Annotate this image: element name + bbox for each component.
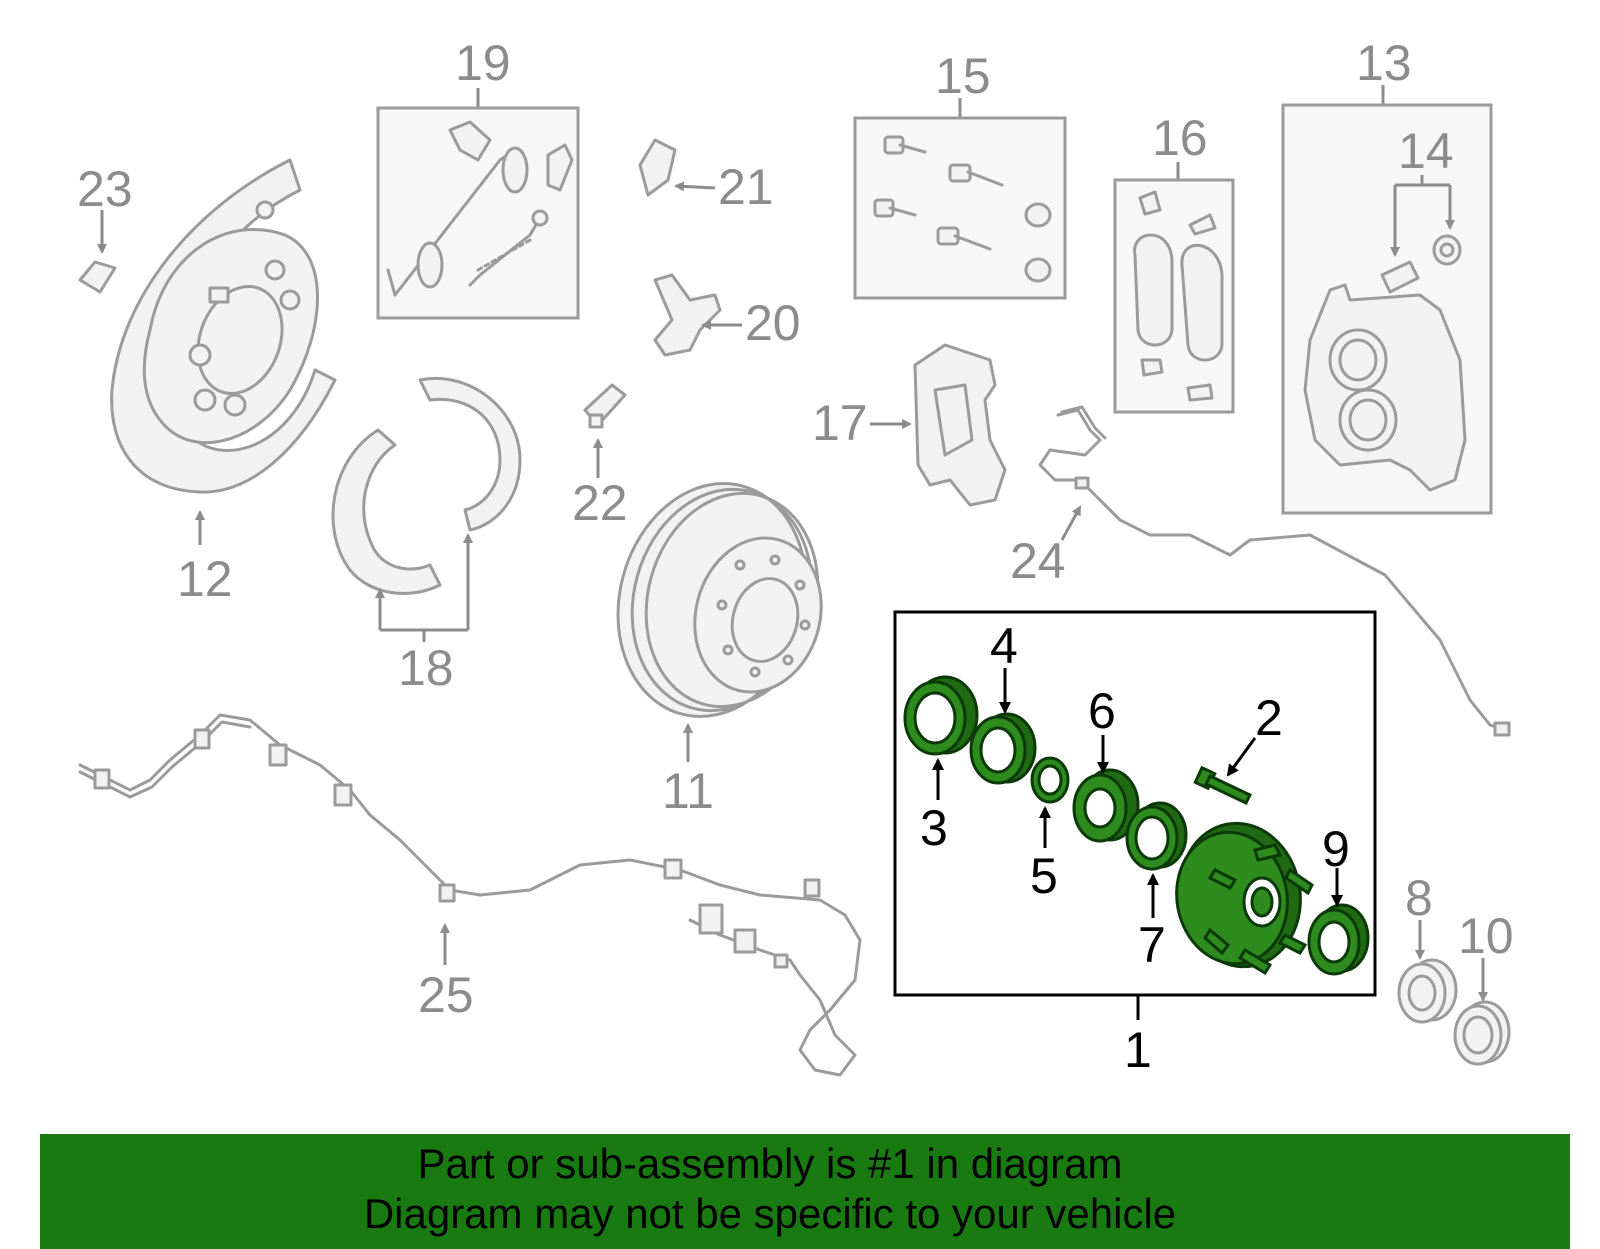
part-17-caliper-bracket[interactable] [870,343,1007,507]
part-5-retainer-ring[interactable] [1030,756,1070,848]
part-3-seal[interactable] [903,675,979,800]
part-16-brake-pads[interactable] [1113,162,1235,414]
part-22-adjuster[interactable] [583,383,627,478]
callout-6: 6 [1088,683,1116,739]
callout-25: 25 [418,967,474,1023]
callout-14: 14 [1398,123,1454,179]
callout-22: 22 [572,475,628,531]
part-10-grease-seal[interactable] [1453,958,1511,1066]
part-15-caliper-bolt-kit[interactable] [853,98,1067,300]
part-23-clip[interactable] [78,210,117,294]
part-19-hardware-kit[interactable] [376,88,580,320]
callout-7: 7 [1138,917,1166,973]
part-25-abs-sensor-wire[interactable] [78,713,862,1077]
part-4-bearing-race[interactable] [969,668,1037,785]
callout-15: 15 [935,48,991,104]
part-6-wheel-bearing[interactable] [1072,735,1140,843]
callout-8: 8 [1405,870,1433,926]
callout-20: 20 [745,295,801,351]
callout-18: 18 [398,640,454,696]
callout-10: 10 [1458,908,1514,964]
part-7-seal[interactable] [1125,801,1188,918]
callout-13: 13 [1356,35,1412,91]
part-24-brake-line[interactable] [1038,405,1511,737]
callout-1: 1 [1124,1022,1152,1078]
part-13-caliper-assembly[interactable] [1281,85,1493,515]
part-14-guide-pin-boot[interactable] [1380,175,1462,294]
banner-text-line-2: Diagram may not be specific to your vehi… [363,1190,1177,1237]
part-20-lever[interactable] [653,273,742,357]
part-11-brake-rotor[interactable] [593,462,841,762]
notice-banner: Part or sub-assembly is #1 in diagram Di… [40,1134,1570,1249]
callout-2: 2 [1255,690,1283,746]
part-8-outer-bearing[interactable] [1397,920,1458,1024]
part-12-backing-plate[interactable] [110,158,337,545]
callout-11: 11 [662,763,714,819]
callout-5: 5 [1030,848,1058,904]
part-9-outer-seal[interactable] [1307,868,1370,976]
banner-text-line-1: Part or sub-assembly is #1 in diagram [417,1140,1123,1187]
callout-9: 9 [1322,821,1350,877]
callout-19: 19 [455,35,511,91]
part-2-wheel-stud[interactable] [1193,737,1257,805]
callout-24: 24 [1010,533,1066,589]
part-18-brake-shoes[interactable] [331,377,522,642]
callout-3: 3 [920,800,948,856]
callout-21: 21 [718,159,774,215]
callout-4: 4 [990,618,1018,674]
callout-16: 16 [1152,110,1208,166]
callout-12: 12 [177,551,233,607]
callout-23: 23 [77,161,133,217]
part-21-clip[interactable] [638,138,716,197]
hub-body [1175,821,1314,976]
callout-17: 17 [812,395,868,451]
